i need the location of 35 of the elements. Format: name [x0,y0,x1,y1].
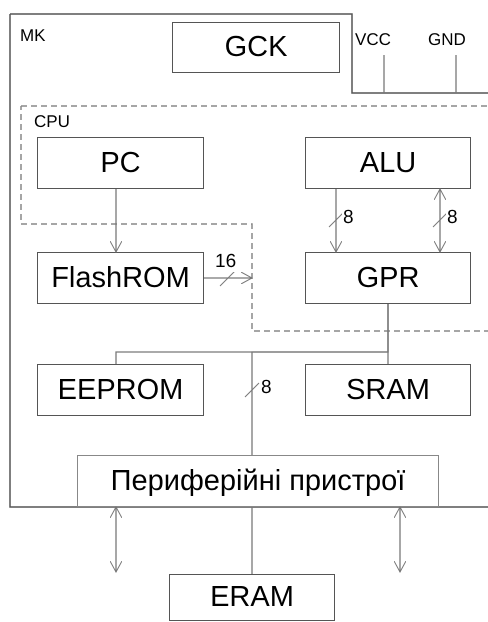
double-arrow [434,188,446,252]
block-box [169,574,335,621]
block-box [77,455,439,507]
group-title: CPU [34,112,70,132]
block-label: EEPROM [58,374,184,406]
connector-line [251,304,389,455]
block-label: ALU [360,146,416,180]
arrow [204,272,252,284]
edge-label: 16 [214,252,238,272]
block-label: ERAM [210,581,294,614]
double-arrow [394,506,406,572]
arrow [330,189,342,252]
block-box [172,22,340,73]
block-label: PC [100,146,141,180]
double-arrow [110,506,122,572]
block-label: GCK [224,31,288,64]
block-box [37,137,204,189]
connector-line [383,55,385,93]
cpu-boundary [21,106,488,331]
pin-label: GND [428,30,486,52]
connector-line [251,507,253,574]
block-box [37,252,204,304]
block-label: Периферійні пристрої [110,464,406,498]
block-label: GPR [356,262,420,294]
group-title: MK [20,26,46,46]
block-label: SRAM [346,374,430,406]
block-box [305,364,471,416]
connector-line [455,55,457,93]
microcontroller-boundary [10,14,488,507]
block-box [305,252,471,304]
block-label: FlashROM [51,262,190,294]
block-box [305,137,471,189]
pin-label: VCC [355,30,411,52]
block-box [37,364,204,416]
arrow [110,189,122,252]
